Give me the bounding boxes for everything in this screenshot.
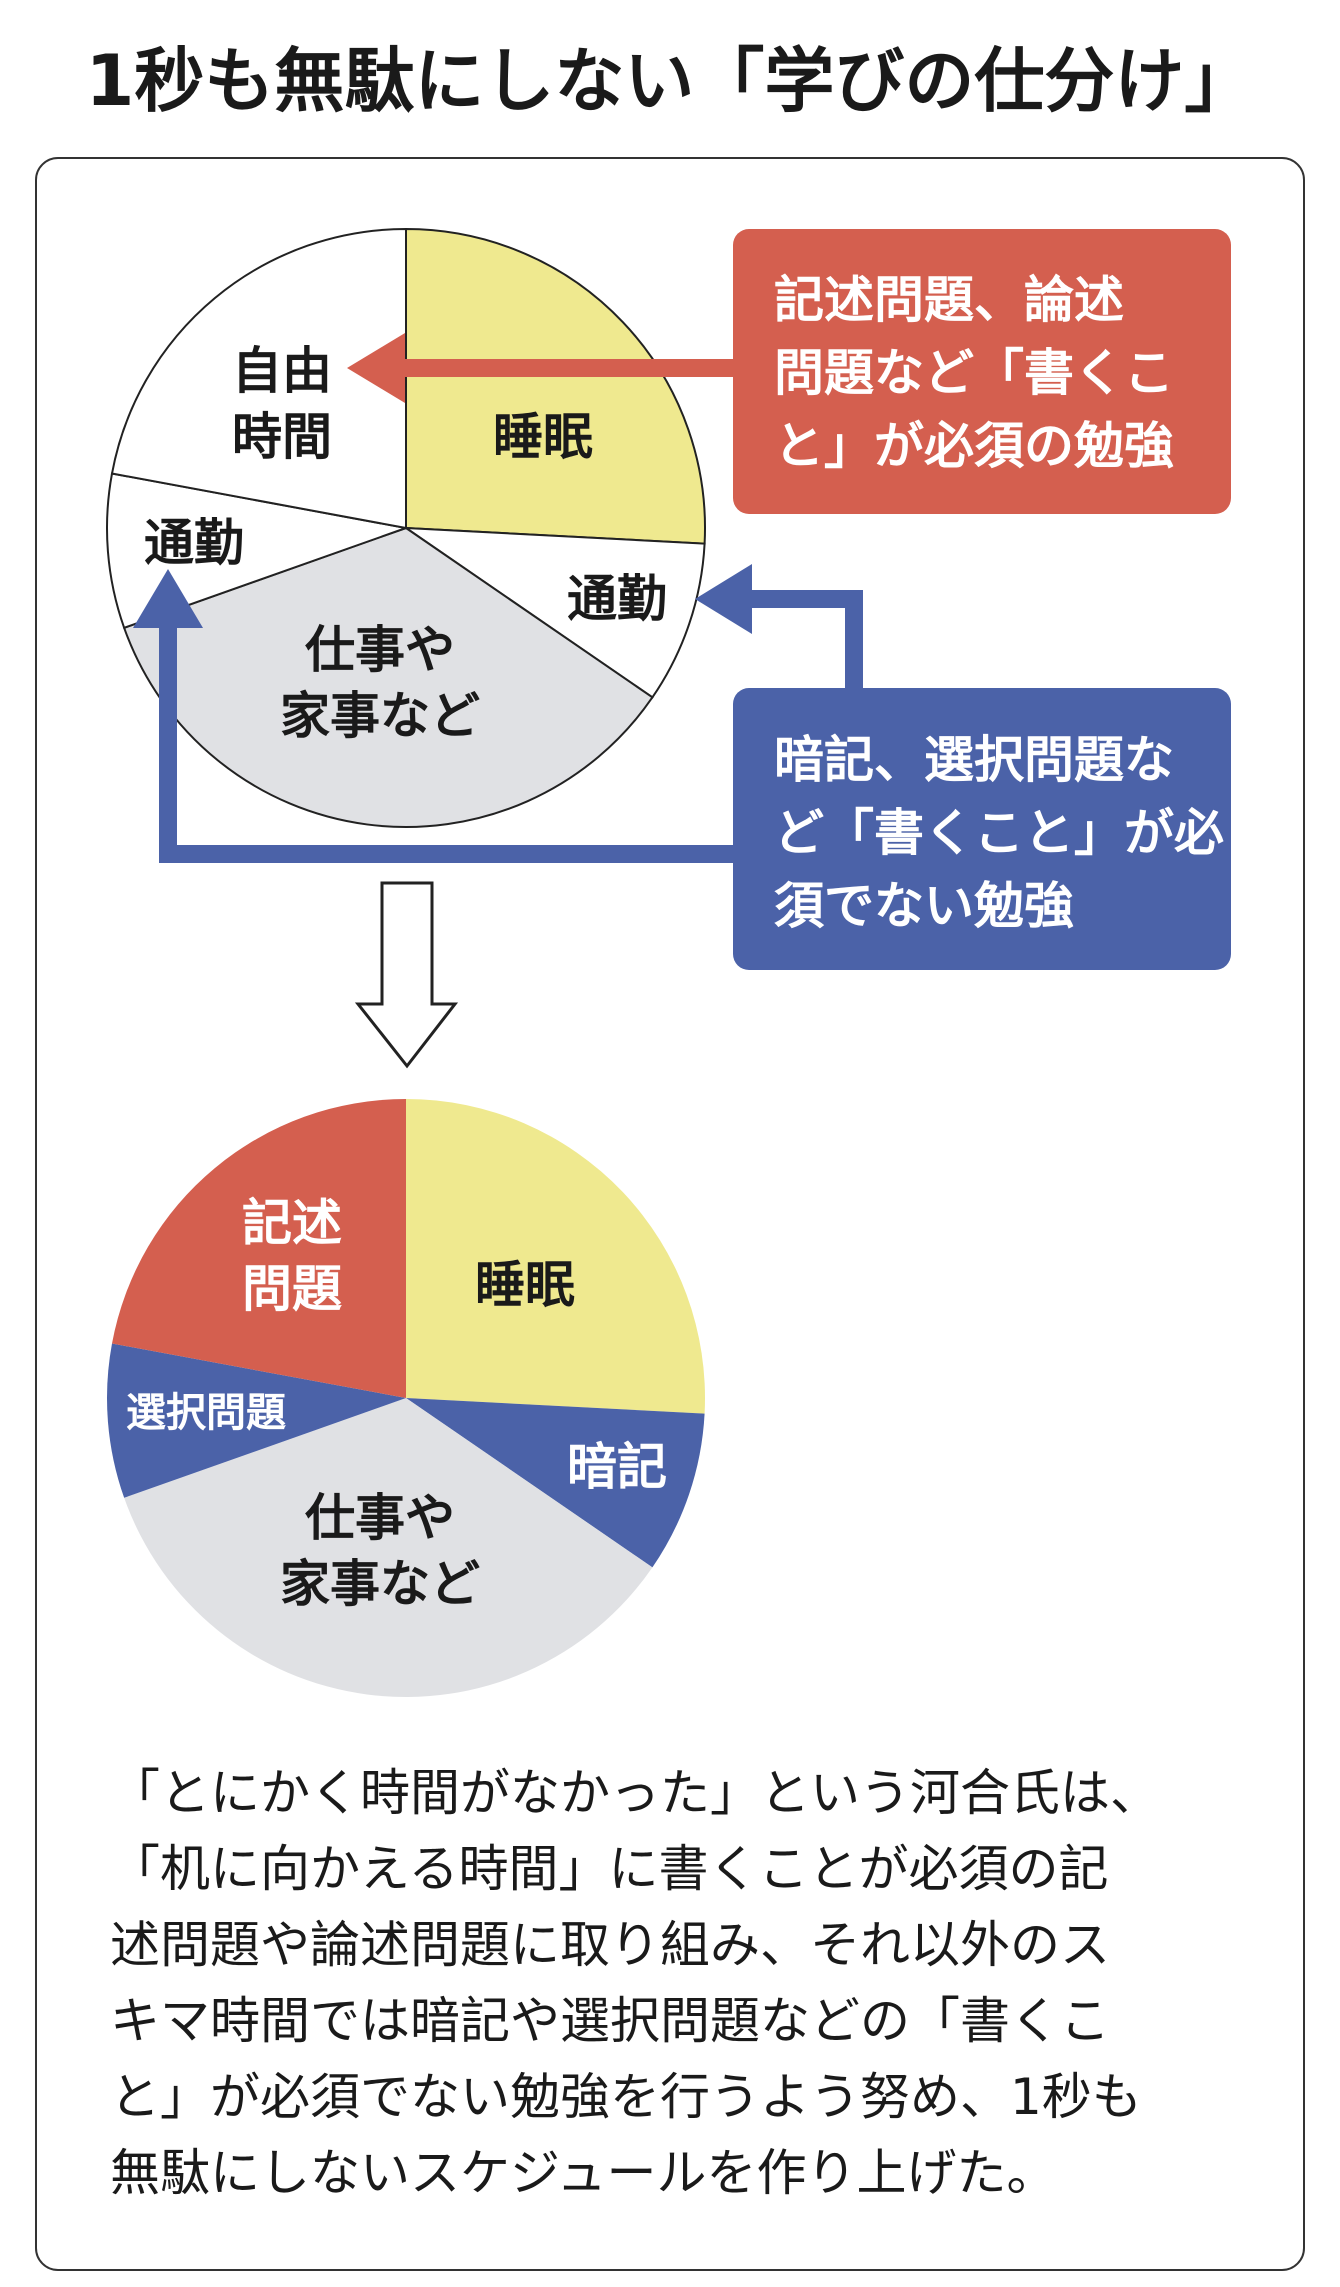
callout-red-line: 記述問題、論述 [774,271,1124,329]
pie-slice-after-2 [124,1398,653,1698]
callout-blue: 暗記、選択問題な ど「書くこと」が必 須でない勉強 [733,688,1231,970]
pie-slice-after-1 [406,1398,705,1568]
pie-slice-after-3 [106,1343,406,1498]
label-essay-1: 記述 [242,1194,342,1252]
label-work-1: 仕事や [305,621,455,679]
callout-blue-line: 暗記、選択問題な [774,731,1174,789]
label-memorize: 暗記 [567,1438,667,1496]
label-commute-left: 通勤 [144,514,244,572]
page-title: 1秒も無駄にしない「学びの仕分け」 [86,40,1255,122]
paragraph-line: 「机に向かえる時間」に書くことが必須の記 [110,1840,1109,1898]
callout-red-line: 問題など「書くこ [774,344,1174,402]
label-free-time-1: 自由 [232,342,332,400]
top-pie-labels: 自由 時間 睡眠 通勤 通勤 仕事や 家事など [144,342,667,745]
paragraph-line: 述問題や論述問題に取り組み、それ以外のス [110,1916,1110,1974]
label-work-after-1: 仕事や [305,1489,455,1547]
label-work-after-2: 家事など [280,1555,480,1613]
callout-blue-line: ど「書くこと」が必 [774,804,1224,862]
label-work-2: 家事など [280,687,480,745]
pie-chart-after [106,1099,705,1698]
paragraph-line: と」が必須でない勉強を行うよう努め、1秒も [110,2068,1142,2126]
pie-slice-after-4 [112,1099,407,1398]
blue-arrow-left [133,569,735,863]
label-essay-2: 問題 [242,1260,342,1318]
paragraph-line: 無駄にしないスケジュールを作り上げた。 [110,2144,1057,2202]
paragraph-line: 「とにかく時間がなかった」という河合氏は、 [110,1764,1160,1822]
label-sleep-after: 睡眠 [475,1256,575,1314]
pie-slice-before-4 [110,227,407,530]
blue-arrow-right [695,564,863,690]
down-arrow-icon [354,881,459,1069]
label-sleep: 睡眠 [493,408,593,466]
pie-slice-after-0 [406,1099,705,1414]
red-arrow [347,333,735,403]
caption-paragraph: 「とにかく時間がなかった」という河合氏は、 「机に向かえる時間」に書くことが必須… [110,1764,1160,2202]
pie-slice-before-0 [405,227,706,545]
label-free-time-2: 時間 [232,408,332,466]
pie-slice-before-1 [402,526,706,699]
label-commute-right: 通勤 [567,570,667,628]
pie-slice-before-3 [106,472,410,630]
pie-chart-before [106,227,706,828]
bottom-pie-labels: 記述 問題 睡眠 選択問題 暗記 仕事や 家事など [126,1194,667,1613]
paragraph-line: キマ時間では暗記や選択問題などの「書くこ [110,1992,1110,2050]
callout-red-line: と」が必須の勉強 [774,417,1174,475]
callout-red: 記述問題、論述 問題など「書くこ と」が必須の勉強 [733,229,1231,514]
label-choice: 選択問題 [126,1390,286,1436]
callout-blue-line: 須でない勉強 [774,877,1074,935]
